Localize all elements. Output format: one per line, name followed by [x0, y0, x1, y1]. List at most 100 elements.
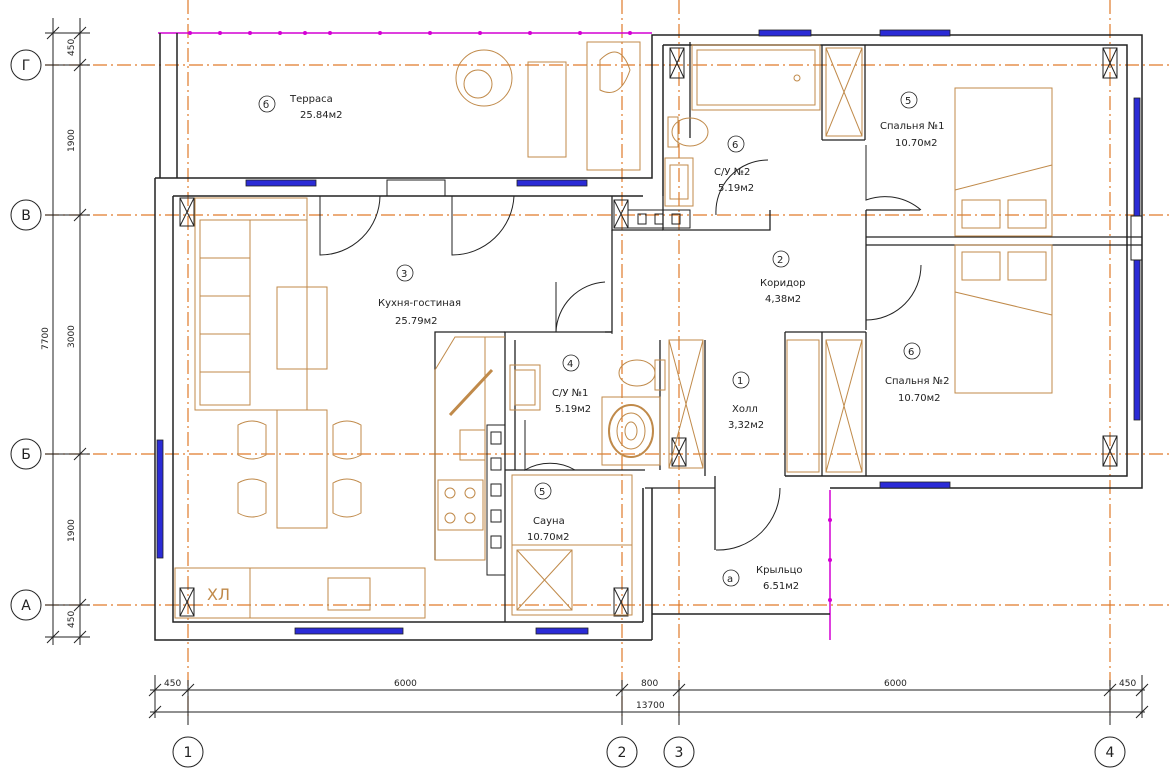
room-name: Кухня-гостиная — [378, 298, 461, 309]
room-area: 10.70м2 — [895, 138, 938, 149]
windows — [156, 29, 1141, 635]
kitchen-bottom-counter — [174, 567, 426, 619]
window — [1133, 259, 1141, 421]
room-area: 5.19м2 — [718, 183, 754, 194]
axis-label-v: В — [21, 208, 31, 224]
dim-left-total: 7700 — [41, 327, 51, 350]
room-number: 5 — [539, 487, 545, 498]
column — [1102, 47, 1118, 79]
room-markers — [258, 91, 921, 587]
dim-left-3: 3000 — [67, 325, 77, 348]
dim-bottom-5: 450 — [1119, 679, 1136, 689]
column — [179, 587, 195, 617]
room-number: 4 — [567, 359, 573, 370]
sofa — [194, 197, 308, 411]
column — [1102, 435, 1118, 467]
window — [879, 29, 951, 37]
door — [715, 487, 781, 551]
room-number: 6 — [732, 140, 738, 151]
window — [156, 439, 164, 559]
room-area: 10.70м2 — [898, 393, 941, 404]
room-name: Коридор — [760, 278, 805, 289]
appliance-column — [486, 424, 506, 576]
vanity-2 — [627, 209, 691, 229]
axis-label-2: 2 — [618, 745, 627, 761]
axis-label-3: 3 — [675, 745, 684, 761]
room-kitchen-living: 3 Кухня-гостиная 25.79м2 — [378, 269, 461, 327]
shower — [601, 396, 661, 466]
dim-left-5: 450 — [67, 611, 77, 628]
room-area: 10.70м2 — [527, 532, 570, 543]
kitchen-counter — [434, 336, 505, 561]
sink-2 — [664, 157, 694, 207]
room-name: Крыльцо — [756, 565, 803, 576]
terrace-dots — [188, 31, 832, 602]
furniture — [174, 41, 1053, 619]
room-number: 3 — [401, 269, 407, 280]
room-area: 5.19м2 — [555, 404, 591, 415]
room-name: С/У №1 — [552, 388, 588, 399]
room-bathroom-2: 6 С/У №2 5.19м2 — [714, 140, 754, 194]
window — [879, 481, 951, 489]
bottom-dimension-lines — [148, 675, 1149, 725]
room-bathroom-1: 4 С/У №1 5.19м2 — [552, 359, 591, 415]
dim-bottom-1: 450 — [164, 679, 181, 689]
room-name: Спальня №1 — [880, 121, 944, 132]
room-area: 4,38м2 — [765, 294, 801, 305]
room-number: б — [263, 100, 269, 111]
column — [671, 437, 687, 467]
axis-grid — [45, 0, 1171, 720]
fridge-label: ХЛ — [207, 585, 230, 604]
axis-bubble-a — [10, 589, 42, 621]
axis-bubble-v — [10, 199, 42, 231]
room-bedroom-2: 6 Спальня №2 10.70м2 — [885, 347, 949, 404]
room-area: 6.51м2 — [763, 581, 799, 592]
window — [1133, 97, 1141, 217]
sink-1 — [509, 364, 541, 411]
door — [865, 264, 922, 321]
left-dimension-lines — [45, 18, 90, 645]
room-number: а — [727, 574, 733, 585]
door — [715, 159, 769, 216]
room-area: 25.84м2 — [300, 110, 343, 121]
dim-left-1: 450 — [67, 39, 77, 56]
room-porch: а Крыльцо 6.51м2 — [727, 565, 803, 592]
columns — [179, 47, 1118, 617]
coffee-table — [276, 286, 328, 370]
door — [555, 281, 606, 333]
doors — [319, 145, 922, 551]
axis-bubbles — [10, 49, 1126, 768]
window — [516, 179, 588, 187]
room-area: 3,32м2 — [728, 420, 764, 431]
wardrobe — [668, 339, 704, 469]
window — [245, 179, 317, 187]
column — [613, 587, 629, 617]
bed-1 — [954, 87, 1053, 237]
room-number: 1 — [737, 376, 743, 387]
axis-labels: Г В Б А 1 2 3 4 — [21, 58, 1114, 761]
terrace-furniture — [455, 41, 641, 171]
wardrobe — [825, 47, 863, 137]
exterior-walls — [154, 33, 1143, 641]
dim-bottom-4: 6000 — [884, 679, 907, 689]
room-name: Сауна — [533, 516, 565, 527]
door — [865, 145, 922, 211]
room-terrace: б Терраса 25.84м2 — [263, 94, 343, 121]
axis-bubble-4 — [1094, 736, 1126, 768]
door — [451, 195, 515, 256]
axis-label-4: 4 — [1106, 745, 1115, 761]
room-area: 25.79м2 — [395, 316, 438, 327]
dining-table — [276, 409, 328, 529]
axis-bubble-1 — [172, 736, 204, 768]
column — [669, 47, 685, 79]
window-frames — [386, 179, 1143, 261]
room-name: С/У №2 — [714, 167, 750, 178]
axis-bubble-g — [10, 49, 42, 81]
column — [613, 199, 629, 229]
column — [179, 197, 195, 227]
window — [294, 627, 404, 635]
room-name: Спальня №2 — [885, 376, 949, 387]
axis-bubble-3 — [663, 736, 695, 768]
dim-bottom-3: 800 — [641, 679, 658, 689]
